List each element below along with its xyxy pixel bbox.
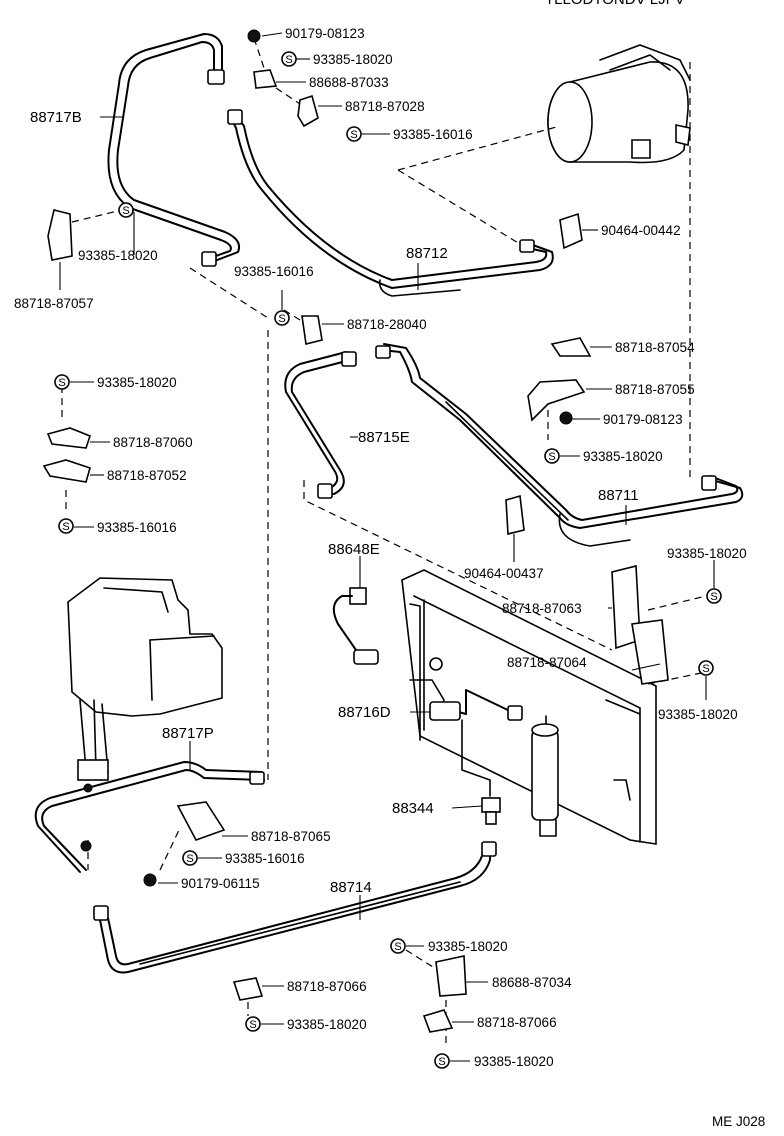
label-88718-87057: 88718-87057 (14, 296, 94, 311)
receiver-dryer (531, 715, 559, 837)
label-88718-87054: 88718-87054 (615, 340, 695, 355)
label-93385-18020-top: 93385-18020 (313, 52, 393, 67)
s-symbol-9 (698, 660, 714, 676)
label-88718-28040: 88718-28040 (347, 317, 427, 332)
s-symbol-8-text: S (710, 591, 717, 603)
label-88344: 88344 (392, 800, 434, 817)
s-symbol-9-text: S (702, 663, 709, 675)
label-93385-18020-l2: 93385-18020 (97, 375, 177, 390)
label-leaders (59, 32, 715, 1062)
label-88718-87063: 88718-87063 (502, 601, 582, 616)
label-93385-18020-r3: 93385-18020 (667, 546, 747, 561)
label-90179-06115: 90179-06115 (181, 876, 260, 891)
s-symbol-5-text: S (58, 377, 65, 389)
condenser (401, 569, 657, 845)
s-symbol-10-text: S (186, 853, 193, 865)
compressor (547, 44, 691, 164)
s-symbol-12-text: S (249, 1019, 256, 1031)
s-symbol-10 (182, 850, 198, 866)
s-symbol-3 (118, 202, 134, 218)
s-symbol-4 (274, 310, 290, 326)
label-90464-00437: 90464-00437 (464, 566, 544, 581)
label-88718-87066-b: 88718-87066 (477, 1015, 557, 1030)
s-symbol-1-text: S (285, 54, 292, 66)
label-88712: 88712 (406, 245, 448, 262)
dashed-leaders (61, 37, 707, 1046)
s-symbol-13 (434, 1053, 450, 1069)
s-symbol-12 (245, 1016, 261, 1032)
label-93385-18020-left: 93385-18020 (78, 248, 158, 263)
label-90179-08123-top: 90179-08123 (285, 26, 365, 41)
s-symbol-8 (706, 588, 722, 604)
part-88344 (481, 797, 501, 825)
label-88718-87028: 88718-87028 (345, 99, 425, 114)
label-88688-87034: 88688-87034 (492, 975, 572, 990)
label-88718-87065: 88718-87065 (251, 829, 331, 844)
label-93385-18020-b3: 93385-18020 (474, 1054, 554, 1069)
s-symbol-5 (54, 374, 70, 390)
hose-88711 (375, 343, 744, 547)
label-88718-87060: 88718-87060 (113, 435, 193, 450)
label-93385-18020-b2: 93385-18020 (287, 1017, 367, 1032)
label-90179-08123-mid: 90179-08123 (603, 412, 683, 427)
label-88714: 88714 (330, 879, 372, 896)
label-88715E: 88715E (358, 429, 410, 446)
s-symbol-11-text: S (394, 941, 401, 953)
sensor-88648E (332, 587, 379, 665)
evaporator-unit (67, 577, 223, 793)
s-symbol-3-text: S (122, 205, 129, 217)
label-93385-18020-r4: 93385-18020 (658, 707, 738, 722)
figure-code: ME J028 (712, 1114, 765, 1129)
label-88717P: 88717P (162, 725, 214, 742)
label-88688-87033: 88688-87033 (309, 75, 389, 90)
label-93385-18020-b1: 93385-18020 (428, 939, 508, 954)
s-symbol-2-text: S (350, 129, 357, 141)
hose-88717B (107, 33, 241, 267)
label-88718-87064: 88718-87064 (507, 655, 587, 670)
s-symbol-7-text: S (62, 521, 69, 533)
label-88711: 88711 (598, 487, 639, 504)
label-88718-87055: 88718-87055 (615, 382, 695, 397)
label-93385-16016-mid: 93385-16016 (234, 264, 314, 279)
label-88718-87052: 88718-87052 (107, 468, 187, 483)
label-93385-16016-bot: 93385-16016 (225, 851, 305, 866)
label-90464-00442: 90464-00442 (601, 223, 681, 238)
hose-88717P (34, 761, 265, 873)
s-symbol-11 (390, 938, 406, 954)
label-88648E: 88648E (328, 541, 380, 558)
part-labels: 90179-08123 93385-18020 88688-87033 8871… (14, 26, 747, 1069)
hose-88714 (93, 841, 497, 974)
s-symbol-4-text: S (278, 313, 285, 325)
label-88717B: 88717B (30, 109, 82, 126)
s-symbols: S S S S S S S S S S S S S (54, 51, 722, 1069)
label-93385-16016-l3: 93385-16016 (97, 520, 177, 535)
label-88718-87066-a: 88718-87066 (287, 979, 367, 994)
hose-88715E (284, 351, 357, 499)
s-symbol-6 (544, 448, 560, 464)
label-88716D: 88716D (338, 704, 391, 721)
label-93385-16016-top: 93385-16016 (393, 127, 473, 142)
s-symbol-13-text: S (438, 1056, 445, 1068)
s-symbol-2 (346, 126, 362, 142)
label-93385-18020-r2: 93385-18020 (583, 449, 663, 464)
header-text: TLLODTONDV LJFV (545, 0, 685, 8)
s-symbol-6-text: S (548, 451, 555, 463)
hose-88712 (227, 109, 554, 297)
s-symbol-7 (58, 518, 74, 534)
pipe-88716D (429, 689, 523, 797)
